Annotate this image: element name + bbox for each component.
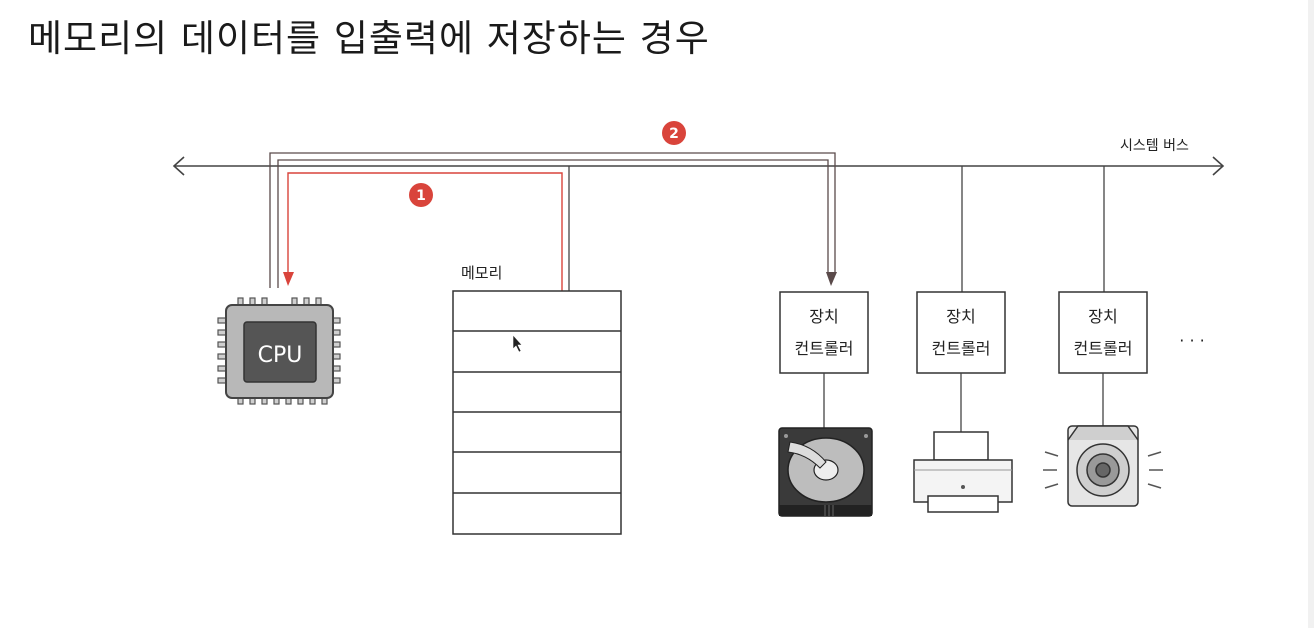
- path-step-1: [287, 166, 570, 291]
- controller-line1: 장치: [809, 307, 838, 326]
- svg-text:1: 1: [416, 188, 426, 204]
- path-step-2: [269, 152, 836, 288]
- memory-block: [452, 290, 622, 535]
- controller-line2: 컨트롤러: [1074, 339, 1133, 358]
- printer-icon: [913, 431, 1013, 513]
- cpu-chip-icon: [217, 297, 341, 405]
- controller-line1: 장치: [1088, 307, 1117, 326]
- mouse-cursor-icon: [512, 334, 523, 353]
- system-bus-label: 시스템 버스: [1120, 138, 1189, 154]
- page-title: 메모리의 데이터를 입출력에 저장하는 경우: [28, 17, 710, 60]
- hard-disk-icon: [778, 427, 873, 517]
- bus-drops: [961, 166, 1105, 292]
- system-bus: [172, 156, 1225, 176]
- svg-text:2: 2: [669, 126, 679, 142]
- controller-line2: 컨트롤러: [932, 339, 991, 358]
- device-controller-1: 장치 컨트롤러: [779, 291, 869, 428]
- cpu-label: CPU: [258, 343, 303, 368]
- controller-line1: 장치: [946, 307, 975, 326]
- sound-waves-icon: [1043, 451, 1163, 489]
- step-2-badge: 2: [662, 121, 686, 145]
- controller-line2: 컨트롤러: [795, 339, 854, 358]
- scrollbar-track[interactable]: [1308, 0, 1314, 628]
- device-controller-2: 장치 컨트롤러: [916, 291, 1006, 432]
- arrow-down-icon: [283, 272, 294, 286]
- bus-left-arrow-icon: [172, 156, 185, 176]
- device-controller-3: 장치 컨트롤러: [1058, 291, 1148, 426]
- arrow-down-icon: [826, 272, 837, 286]
- bus-right-arrow-icon: [1212, 156, 1225, 176]
- more-devices-ellipsis: · · ·: [1179, 331, 1204, 350]
- speaker-icon: [1043, 425, 1163, 507]
- step-1-badge: 1: [409, 183, 433, 207]
- memory-label: 메모리: [461, 264, 502, 282]
